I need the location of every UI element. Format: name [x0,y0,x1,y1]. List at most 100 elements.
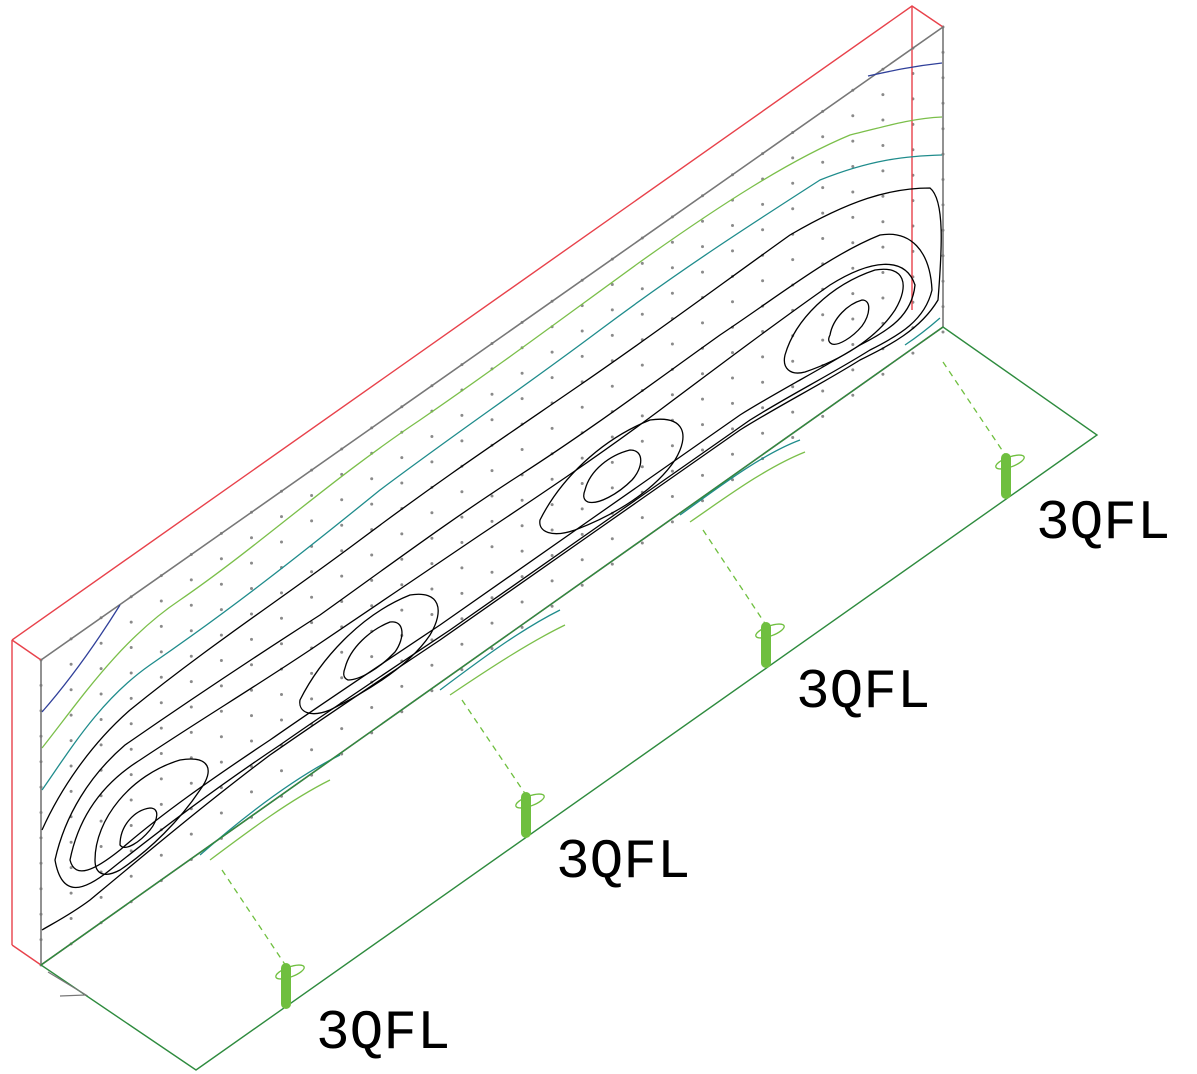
contour-peak-1-inner [119,807,158,848]
grid-point [580,583,584,587]
grid-point [340,574,344,578]
grid-point [791,258,795,262]
grid-point [99,845,103,848]
grid-point [340,498,344,502]
grid-point [159,675,163,679]
grid-point [580,405,584,409]
grid-point [460,413,464,417]
grid-point [520,371,524,375]
grid-point [69,662,73,666]
grid-point [370,578,374,582]
grid-point [69,917,73,920]
grid-point [821,414,825,418]
grid-point [370,604,374,608]
grid-point [250,739,253,743]
grid-point [219,760,223,764]
wall-outline [11,5,944,966]
grid-point [189,705,193,709]
grid-point [310,671,314,675]
grid-point [340,523,344,527]
grid-point [129,798,133,802]
grid-point [280,540,283,544]
contour-blue [41,604,121,713]
grid-point [851,292,855,296]
grid-point [250,765,253,768]
contour-black [54,233,933,889]
grid-point [701,270,704,274]
grid-point [129,722,133,726]
calculation-grid-points [39,25,945,967]
contour-peak-1 [94,758,209,875]
grid-point [941,330,945,334]
grid-point [159,624,163,628]
contour-teal [41,154,943,791]
grid-point [219,633,223,637]
grid-point [640,363,644,367]
grid-point [400,456,404,460]
grid-point [219,582,223,586]
grid-point [640,287,644,291]
grid-point [761,228,765,232]
luminaire-2[interactable]: 3QFL [461,699,690,894]
grid-point [851,114,855,118]
grid-point [670,393,674,397]
grid-point [490,621,494,625]
drop-line [942,361,1007,457]
grid-point [310,595,314,599]
grid-point [250,714,253,718]
grid-point [851,215,855,219]
grid-point [159,853,163,857]
grid-point [791,359,795,363]
contour-blue [867,62,943,77]
luminaire-label: 3QFL [316,1001,450,1065]
grid-point [550,426,554,430]
grid-point [701,245,704,249]
grid-point [430,536,434,540]
grid-point [400,557,404,561]
grid-point [640,541,644,545]
luminaire-1[interactable]: 3QFL [221,869,450,1065]
grid-point [821,160,825,164]
grid-point [731,401,734,405]
grid-point [520,600,524,604]
grid-point [761,355,765,359]
grid-point [430,435,434,438]
grid-point [460,642,464,646]
grid-point [370,502,374,506]
luminaire-4[interactable]: 3QFL [942,361,1170,555]
grid-point [219,811,223,815]
grid-point [430,587,434,591]
grid-point [881,194,885,198]
grid-point [851,368,855,372]
grid-point [250,637,253,641]
contour-teal [679,439,801,516]
grid-point [250,561,253,565]
grid-point [580,507,584,511]
grid-point [670,469,674,473]
grid-point [550,604,554,608]
grid-point [69,739,73,743]
grid-point [460,515,464,519]
grid-point [430,663,434,667]
grid-point [881,245,885,249]
luminaire-3[interactable]: 3QFL [702,529,930,724]
grid-point [670,342,674,346]
grid-point [610,537,614,541]
grid-point [701,397,704,401]
grid-point [580,558,584,562]
fixture-icon [755,622,785,668]
grid-point [490,494,494,498]
grid-point [490,647,494,650]
grid-point [129,671,133,675]
grid-point [881,93,885,97]
grid-point [731,224,734,227]
grid-point [670,444,674,448]
grid-point [219,684,223,688]
grid-point [159,599,163,603]
grid-point [791,385,795,389]
grid-point [99,743,103,747]
grid-point [340,549,344,553]
contour-teal [199,754,341,856]
grid-point [670,495,674,498]
